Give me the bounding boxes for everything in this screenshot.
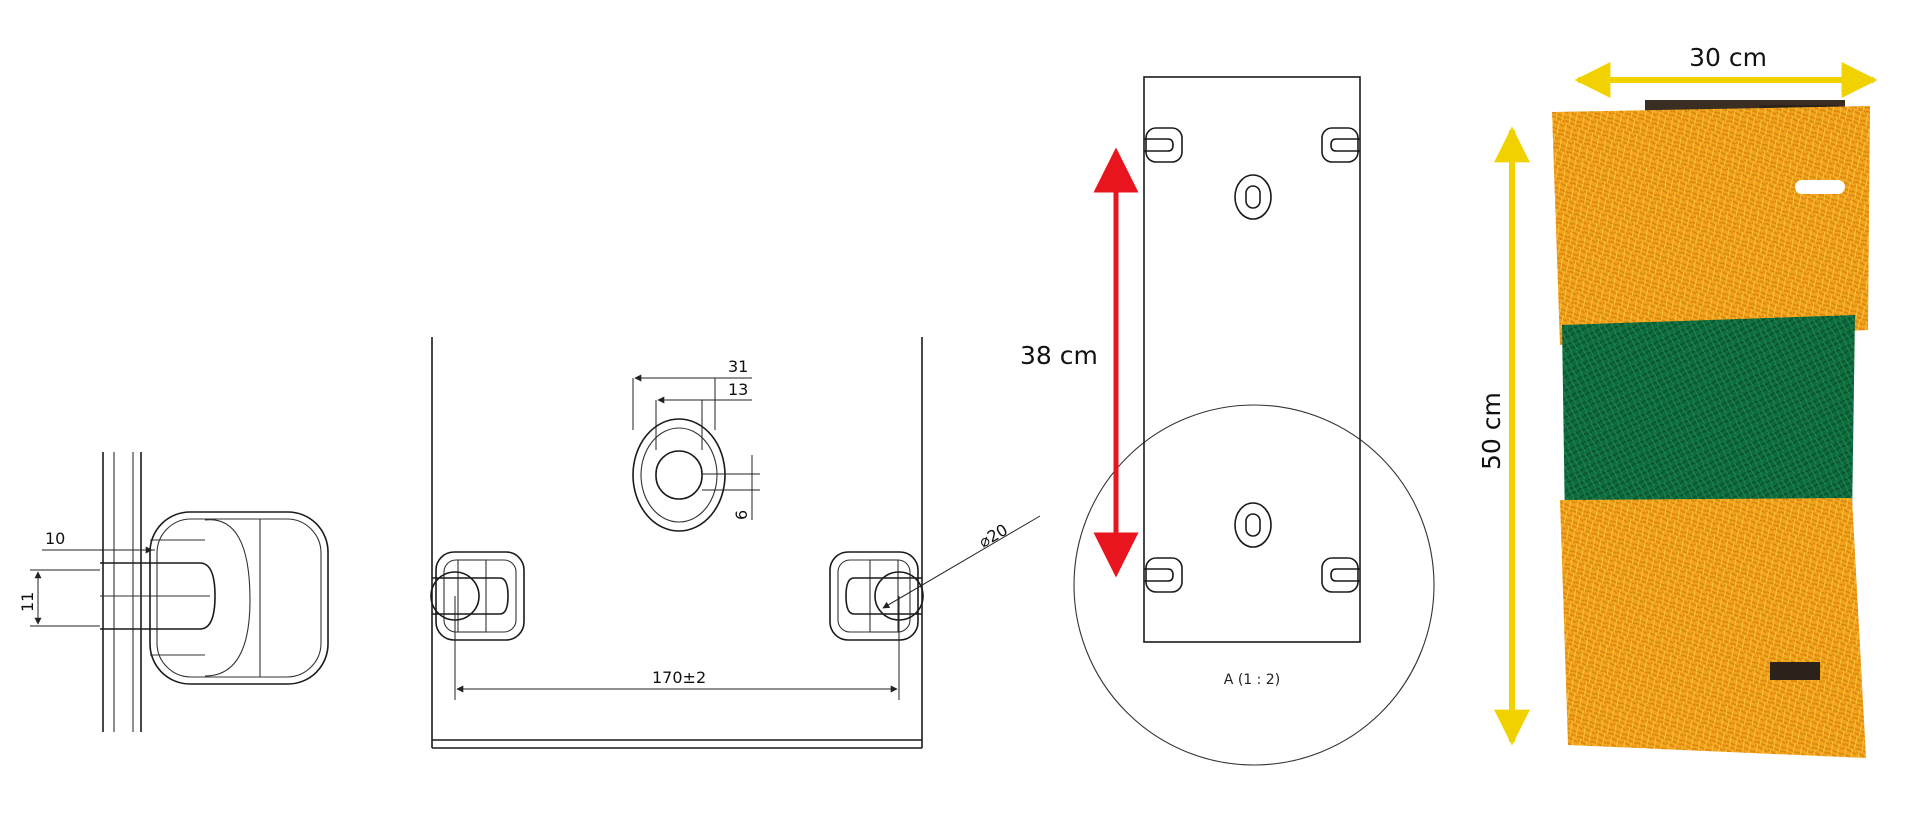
- left-bracket-front: [430, 551, 525, 641]
- right-bracket-front: [829, 551, 924, 641]
- dim-slot-label: 6: [732, 510, 751, 520]
- mounting-plate: [1143, 76, 1361, 643]
- dim-outer-label: 31: [728, 357, 748, 376]
- plate-hole-bottom: [1234, 502, 1272, 548]
- dim-spacing-label: 170±2: [652, 668, 706, 687]
- plate-slot-bottom-left: [1144, 557, 1183, 593]
- plate-hole-top: [1234, 174, 1272, 220]
- width-label: 30 cm: [1689, 43, 1767, 72]
- dim-width-label: 10: [45, 529, 65, 548]
- plate-slot-top-left: [1144, 127, 1183, 163]
- dim-inner-label: 13: [728, 380, 748, 399]
- plate-slot-top-right: [1321, 127, 1360, 163]
- height-label: 50 cm: [1477, 392, 1506, 470]
- dim-height-label: 11: [18, 592, 37, 612]
- bristles-green: [1562, 315, 1855, 525]
- detail-label: A (1 : 2): [1224, 672, 1280, 688]
- plate-view: 38 cm A (1 : 2): [1020, 76, 1435, 766]
- side-view: 10 11: [18, 452, 329, 732]
- dim-diameter-label: ⌀20: [976, 520, 1011, 551]
- bracket-side-profile: [149, 511, 329, 685]
- detail-circle: [1073, 404, 1435, 766]
- length-label: 38 cm: [1020, 341, 1098, 370]
- pin-side-profile: [100, 562, 216, 630]
- bristles-orange-top: [1552, 106, 1870, 345]
- center-mounting-hole: [632, 418, 726, 532]
- bristles-orange-bottom: [1560, 498, 1866, 758]
- front-view: 31 13 6 ⌀20 170±2: [430, 337, 1041, 749]
- plate-slot-bottom-right: [1321, 557, 1360, 593]
- brush-photo: 30 cm 50 cm: [1477, 43, 1878, 758]
